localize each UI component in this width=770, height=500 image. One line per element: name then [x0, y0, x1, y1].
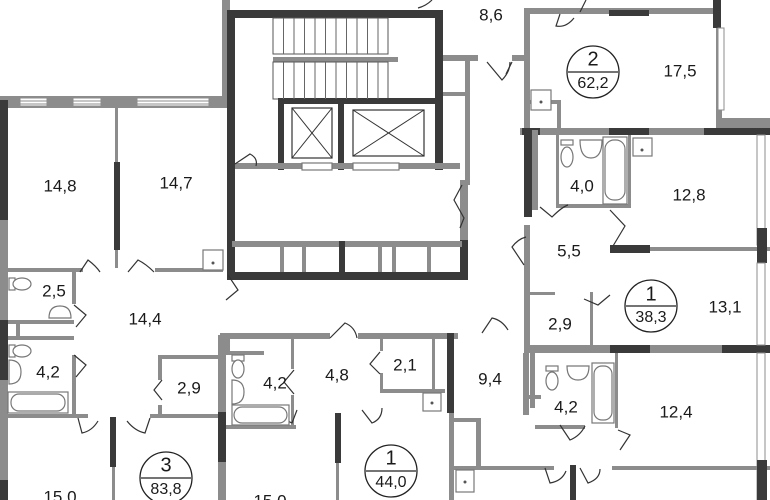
apartment-right-lower-walls	[454, 352, 770, 500]
room-area: 9,4	[478, 369, 502, 388]
sink-icon	[231, 379, 245, 405]
fixtures	[7, 89, 653, 493]
room-area: 5,5	[557, 241, 581, 260]
room-area: 2,1	[393, 355, 417, 374]
room-area: 2,9	[548, 314, 572, 333]
badge-rooms-count: 1	[385, 447, 396, 469]
apartment-badge: 2 62,2	[566, 45, 620, 99]
apartment-badge: 1 38,3	[624, 279, 678, 333]
sink-icon	[455, 469, 475, 493]
toilet-icon	[231, 354, 245, 379]
sink-icon	[422, 392, 442, 412]
badge-total-area: 44,0	[375, 474, 406, 491]
room-area: 4,0	[570, 176, 594, 195]
room-area: 13,1	[708, 297, 741, 316]
lift-small	[291, 107, 333, 159]
bathtub-icon	[602, 136, 628, 205]
badge-total-area: 83,8	[150, 481, 181, 498]
room-area: 14,8	[43, 176, 76, 195]
room-area: 14,7	[159, 173, 192, 192]
room-area: 2,9	[177, 378, 201, 397]
room-area: 4,2	[263, 373, 287, 392]
bathtub-icon	[591, 362, 615, 424]
room-area: 17,5	[663, 61, 696, 80]
sink-icon	[530, 89, 552, 111]
badge-total-area: 38,3	[635, 309, 666, 326]
sink-icon	[202, 249, 224, 271]
room-area: 4,8	[325, 365, 349, 384]
room-area: 15,0	[253, 491, 286, 500]
stair-flight-upper	[272, 17, 389, 55]
room-area: 4,2	[36, 362, 60, 381]
room-area: 2,5	[42, 281, 66, 300]
sink-icon	[48, 305, 72, 319]
toilet-icon	[545, 365, 559, 391]
sink-icon	[566, 365, 590, 381]
room-area: 4,2	[554, 397, 578, 416]
lift-large	[352, 109, 425, 157]
apartment-badge: 3 83,8	[139, 451, 193, 500]
badge-total-area: 62,2	[577, 75, 608, 92]
toilet-icon	[8, 344, 32, 358]
stair-lift-core	[227, 10, 468, 280]
area-labels: 8,6 17,5 4,0 12,8 5,5 2,9 13,1 14,8 14,7…	[36, 5, 741, 500]
room-area: 12,4	[659, 402, 692, 421]
corridor-area: 8,6	[479, 5, 503, 24]
apartment-3-walls	[0, 0, 230, 500]
room-area: 15,0	[43, 487, 76, 500]
toilet-icon	[560, 139, 574, 168]
apartment-1-center-walls	[220, 333, 458, 500]
badge-rooms-count: 2	[587, 48, 598, 70]
toilet-icon	[8, 277, 32, 291]
sink-icon	[632, 137, 653, 157]
room-area: 14,4	[128, 309, 161, 328]
apartment-1-right-walls	[520, 128, 770, 353]
bathtub-icon	[231, 404, 290, 426]
sink-icon	[579, 139, 603, 159]
sink-icon	[8, 359, 22, 385]
apartment-badge: 1 44,0	[364, 444, 418, 498]
bathtub-icon	[7, 391, 69, 414]
room-area: 12,8	[672, 185, 705, 204]
badge-rooms-count: 1	[645, 283, 656, 305]
badge-rooms-count: 3	[160, 454, 171, 476]
stair-flight-lower	[272, 61, 389, 100]
doors	[73, 0, 631, 484]
